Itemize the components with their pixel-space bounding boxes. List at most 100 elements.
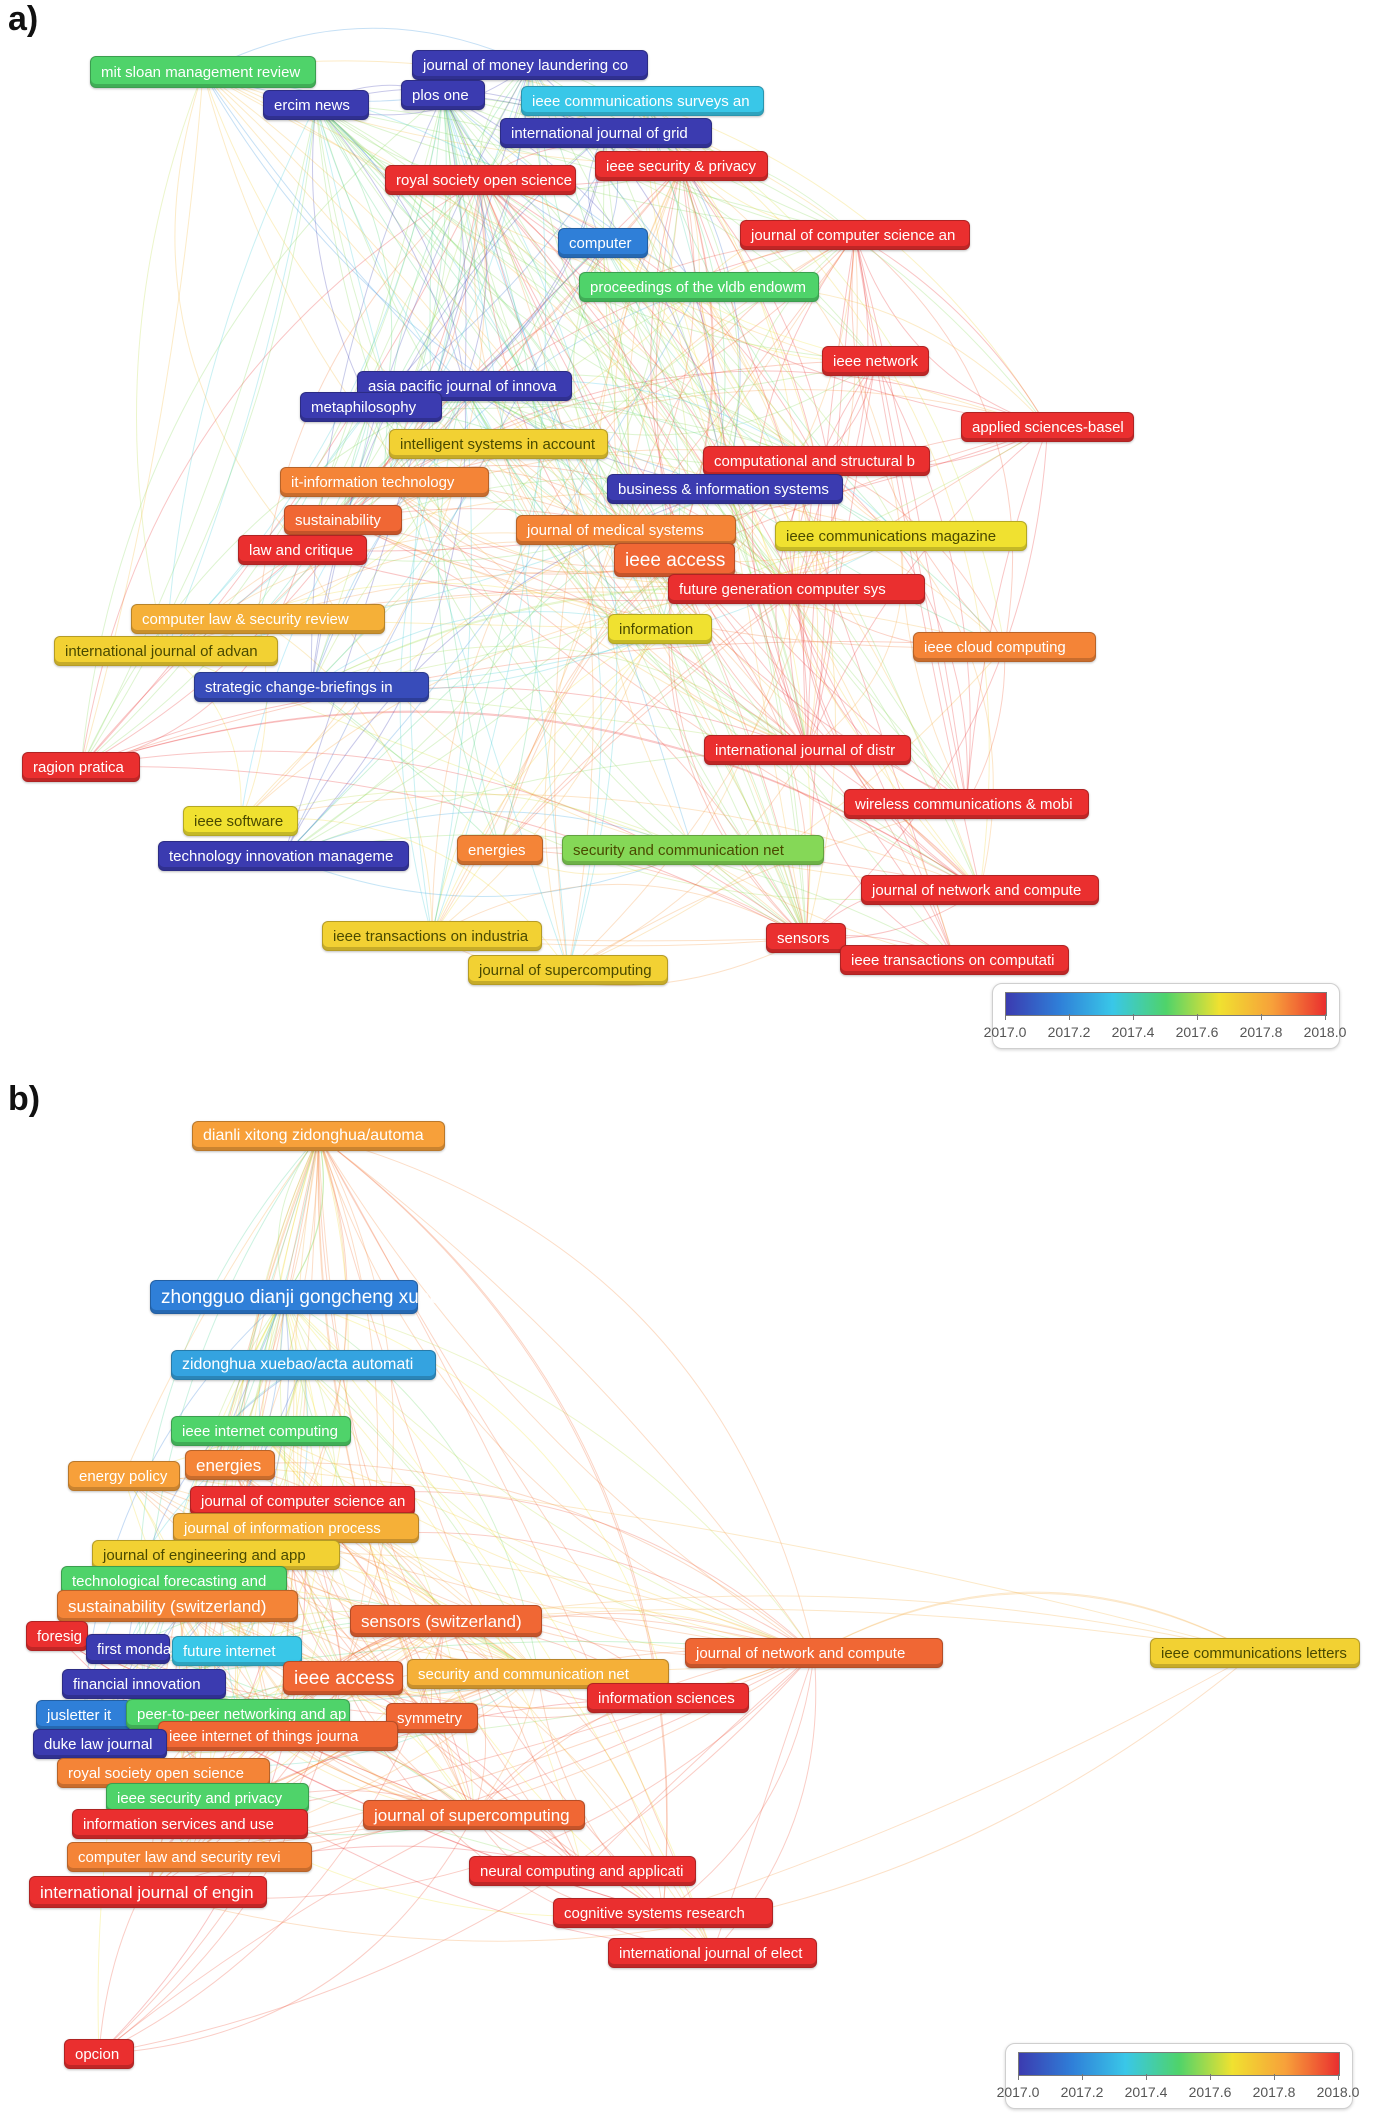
panel-b-node[interactable]: ieee security and privacy bbox=[106, 1783, 309, 1813]
color-scale-bar bbox=[1005, 992, 1327, 1016]
panel-b-node[interactable]: dianli xitong zidonghua/automa bbox=[192, 1121, 445, 1151]
panel-a-node[interactable]: ieee transactions on industria bbox=[322, 921, 542, 951]
panel-b-node[interactable]: energy policy bbox=[68, 1461, 180, 1491]
link-line bbox=[499, 628, 661, 851]
panel-b-node[interactable]: foresig bbox=[26, 1621, 88, 1651]
panel-b-node[interactable]: future internet bbox=[172, 1636, 302, 1666]
link-line bbox=[498, 443, 808, 751]
panel-a-node[interactable]: plos one bbox=[401, 80, 485, 110]
link-line bbox=[499, 559, 675, 851]
panel-a-node[interactable]: ieee access bbox=[614, 543, 735, 577]
panel-a-node[interactable]: ieee communications magazine bbox=[775, 521, 1027, 551]
link-line bbox=[445, 1595, 1256, 1654]
link-line bbox=[807, 426, 1048, 751]
panel-b-node[interactable]: cognitive systems research bbox=[553, 1898, 773, 1928]
panel-b-node[interactable]: sustainability (switzerland) bbox=[57, 1590, 298, 1622]
panel-a-node[interactable]: international journal of distr bbox=[704, 735, 911, 765]
panel-a-node[interactable]: royal society open science bbox=[385, 165, 576, 195]
link-line bbox=[442, 94, 876, 362]
panel-a-node[interactable]: law and critique bbox=[238, 535, 367, 565]
panel-b-node[interactable]: information sciences bbox=[587, 1683, 749, 1713]
panel-b-node[interactable]: energies bbox=[185, 1450, 275, 1480]
panel-a-node[interactable]: mit sloan management review bbox=[90, 56, 316, 88]
panel-a-node[interactable]: ieee network bbox=[822, 346, 929, 376]
link-line bbox=[567, 646, 1005, 971]
link-line bbox=[318, 1135, 379, 1679]
panel-a-node[interactable]: wireless communications & mobi bbox=[844, 789, 1089, 819]
panel-b-node[interactable]: international journal of engin bbox=[29, 1876, 267, 1908]
panel-b-node[interactable]: international journal of elect bbox=[608, 1938, 817, 1968]
legend-tick-mark bbox=[1133, 1014, 1134, 1020]
link-line bbox=[431, 242, 604, 937]
panel-a-node[interactable]: ieee communications surveys an bbox=[521, 86, 764, 116]
panel-b-node[interactable]: ieee internet of things journa bbox=[158, 1721, 398, 1751]
panel-b-node[interactable]: opcion bbox=[64, 2039, 134, 2069]
panel-a-node[interactable]: technology innovation manageme bbox=[158, 841, 409, 871]
panel-a-node[interactable]: strategic change-briefings in bbox=[194, 672, 429, 702]
link-line bbox=[165, 104, 317, 652]
link-line bbox=[498, 242, 604, 445]
panel-a-node[interactable]: ercim news bbox=[263, 90, 369, 120]
panel-a-node[interactable]: future generation computer sys bbox=[668, 574, 925, 604]
link-line bbox=[202, 27, 531, 73]
link-line bbox=[202, 71, 955, 961]
panel-a-node[interactable]: journal of network and compute bbox=[861, 875, 1099, 905]
panel-a-node[interactable]: computer bbox=[558, 228, 648, 258]
panel-a-node[interactable]: business & information systems bbox=[607, 474, 843, 504]
panel-a-node[interactable]: information bbox=[608, 614, 712, 644]
panel-a-node[interactable]: computational and structural b bbox=[703, 446, 930, 476]
panel-a-node[interactable]: journal of computer science an bbox=[740, 220, 970, 250]
legend-tick-label: 2017.0 bbox=[983, 1024, 1027, 1040]
link-line bbox=[875, 360, 971, 805]
panel-a-node[interactable]: applied sciences-basel bbox=[961, 412, 1134, 442]
panel-b-node[interactable]: duke law journal bbox=[33, 1729, 167, 1759]
panel-a-node[interactable]: it-information technology bbox=[280, 467, 489, 497]
panel-a-node[interactable]: ieee software bbox=[183, 806, 298, 836]
panel-b-node[interactable]: ieee communications letters bbox=[1150, 1638, 1360, 1668]
panel-b-node[interactable]: journal of information process bbox=[173, 1513, 419, 1543]
panel-b-node[interactable]: information services and use bbox=[72, 1809, 308, 1839]
panel-b-node[interactable]: symmetry bbox=[386, 1703, 478, 1733]
panel-b-node[interactable]: journal of network and compute bbox=[685, 1638, 943, 1668]
panel-a-node[interactable]: sensors bbox=[766, 923, 846, 953]
panel-a-node[interactable]: proceedings of the vldb endowm bbox=[579, 272, 819, 302]
panel-a-node[interactable]: computer law & security review bbox=[131, 604, 385, 634]
panel-a-node[interactable]: journal of supercomputing bbox=[468, 955, 668, 985]
panel-b-node[interactable]: ieee access bbox=[283, 1661, 403, 1695]
panel-a-node[interactable]: security and communication net bbox=[562, 835, 824, 865]
panel-b-node[interactable]: jusletter it bbox=[36, 1700, 132, 1730]
link-line bbox=[813, 1592, 1256, 1654]
panel-b-node[interactable]: first monda bbox=[86, 1634, 171, 1664]
panel-b-node[interactable]: journal of supercomputing bbox=[363, 1800, 585, 1830]
panel-a-node[interactable]: ieee cloud computing bbox=[913, 632, 1096, 662]
panel-a-node[interactable]: international journal of advan bbox=[54, 636, 278, 666]
panel-a-node[interactable]: international journal of grid bbox=[500, 118, 712, 148]
panel-a-node[interactable]: ragion pratica bbox=[22, 752, 140, 782]
panel-b-node[interactable]: zidonghua xuebao/acta automati bbox=[171, 1350, 436, 1380]
link-line bbox=[431, 628, 661, 937]
panel-b-node[interactable]: sensors (switzerland) bbox=[350, 1605, 542, 1637]
panel-a-node[interactable]: journal of medical systems bbox=[516, 515, 736, 545]
panel-a-node[interactable]: sustainability bbox=[284, 505, 402, 535]
link-line bbox=[315, 104, 465, 387]
panel-a-node[interactable]: intelligent systems in account bbox=[389, 429, 608, 459]
panel-a-node[interactable]: metaphilosophy bbox=[300, 392, 442, 422]
link-line bbox=[681, 165, 838, 751]
panel-b-node[interactable]: ieee internet computing bbox=[171, 1416, 351, 1446]
link-line bbox=[123, 1475, 539, 1675]
panel-b-label: b) bbox=[8, 1080, 41, 1118]
legend-tick-mark bbox=[1338, 2074, 1339, 2080]
panel-a-node[interactable]: ieee security & privacy bbox=[595, 151, 768, 181]
panel-b-node[interactable]: neural computing and applicati bbox=[469, 1856, 696, 1886]
panel-b-node[interactable]: journal of computer science an bbox=[190, 1486, 415, 1516]
panel-b-node[interactable]: zhongguo dianji gongcheng xueb bbox=[150, 1280, 440, 1314]
panel-a-node[interactable]: energies bbox=[457, 835, 543, 865]
panel-b-node[interactable]: computer law and security revi bbox=[67, 1842, 312, 1872]
panel-a-node[interactable]: ieee transactions on computati bbox=[840, 945, 1069, 975]
panel-a-node[interactable]: journal of money laundering co bbox=[412, 50, 648, 80]
panel-b-node[interactable]: journal of engineering and app bbox=[92, 1540, 340, 1570]
panel-b-node[interactable]: financial innovation bbox=[62, 1669, 226, 1699]
link-line bbox=[342, 519, 808, 751]
link-line bbox=[442, 94, 694, 851]
